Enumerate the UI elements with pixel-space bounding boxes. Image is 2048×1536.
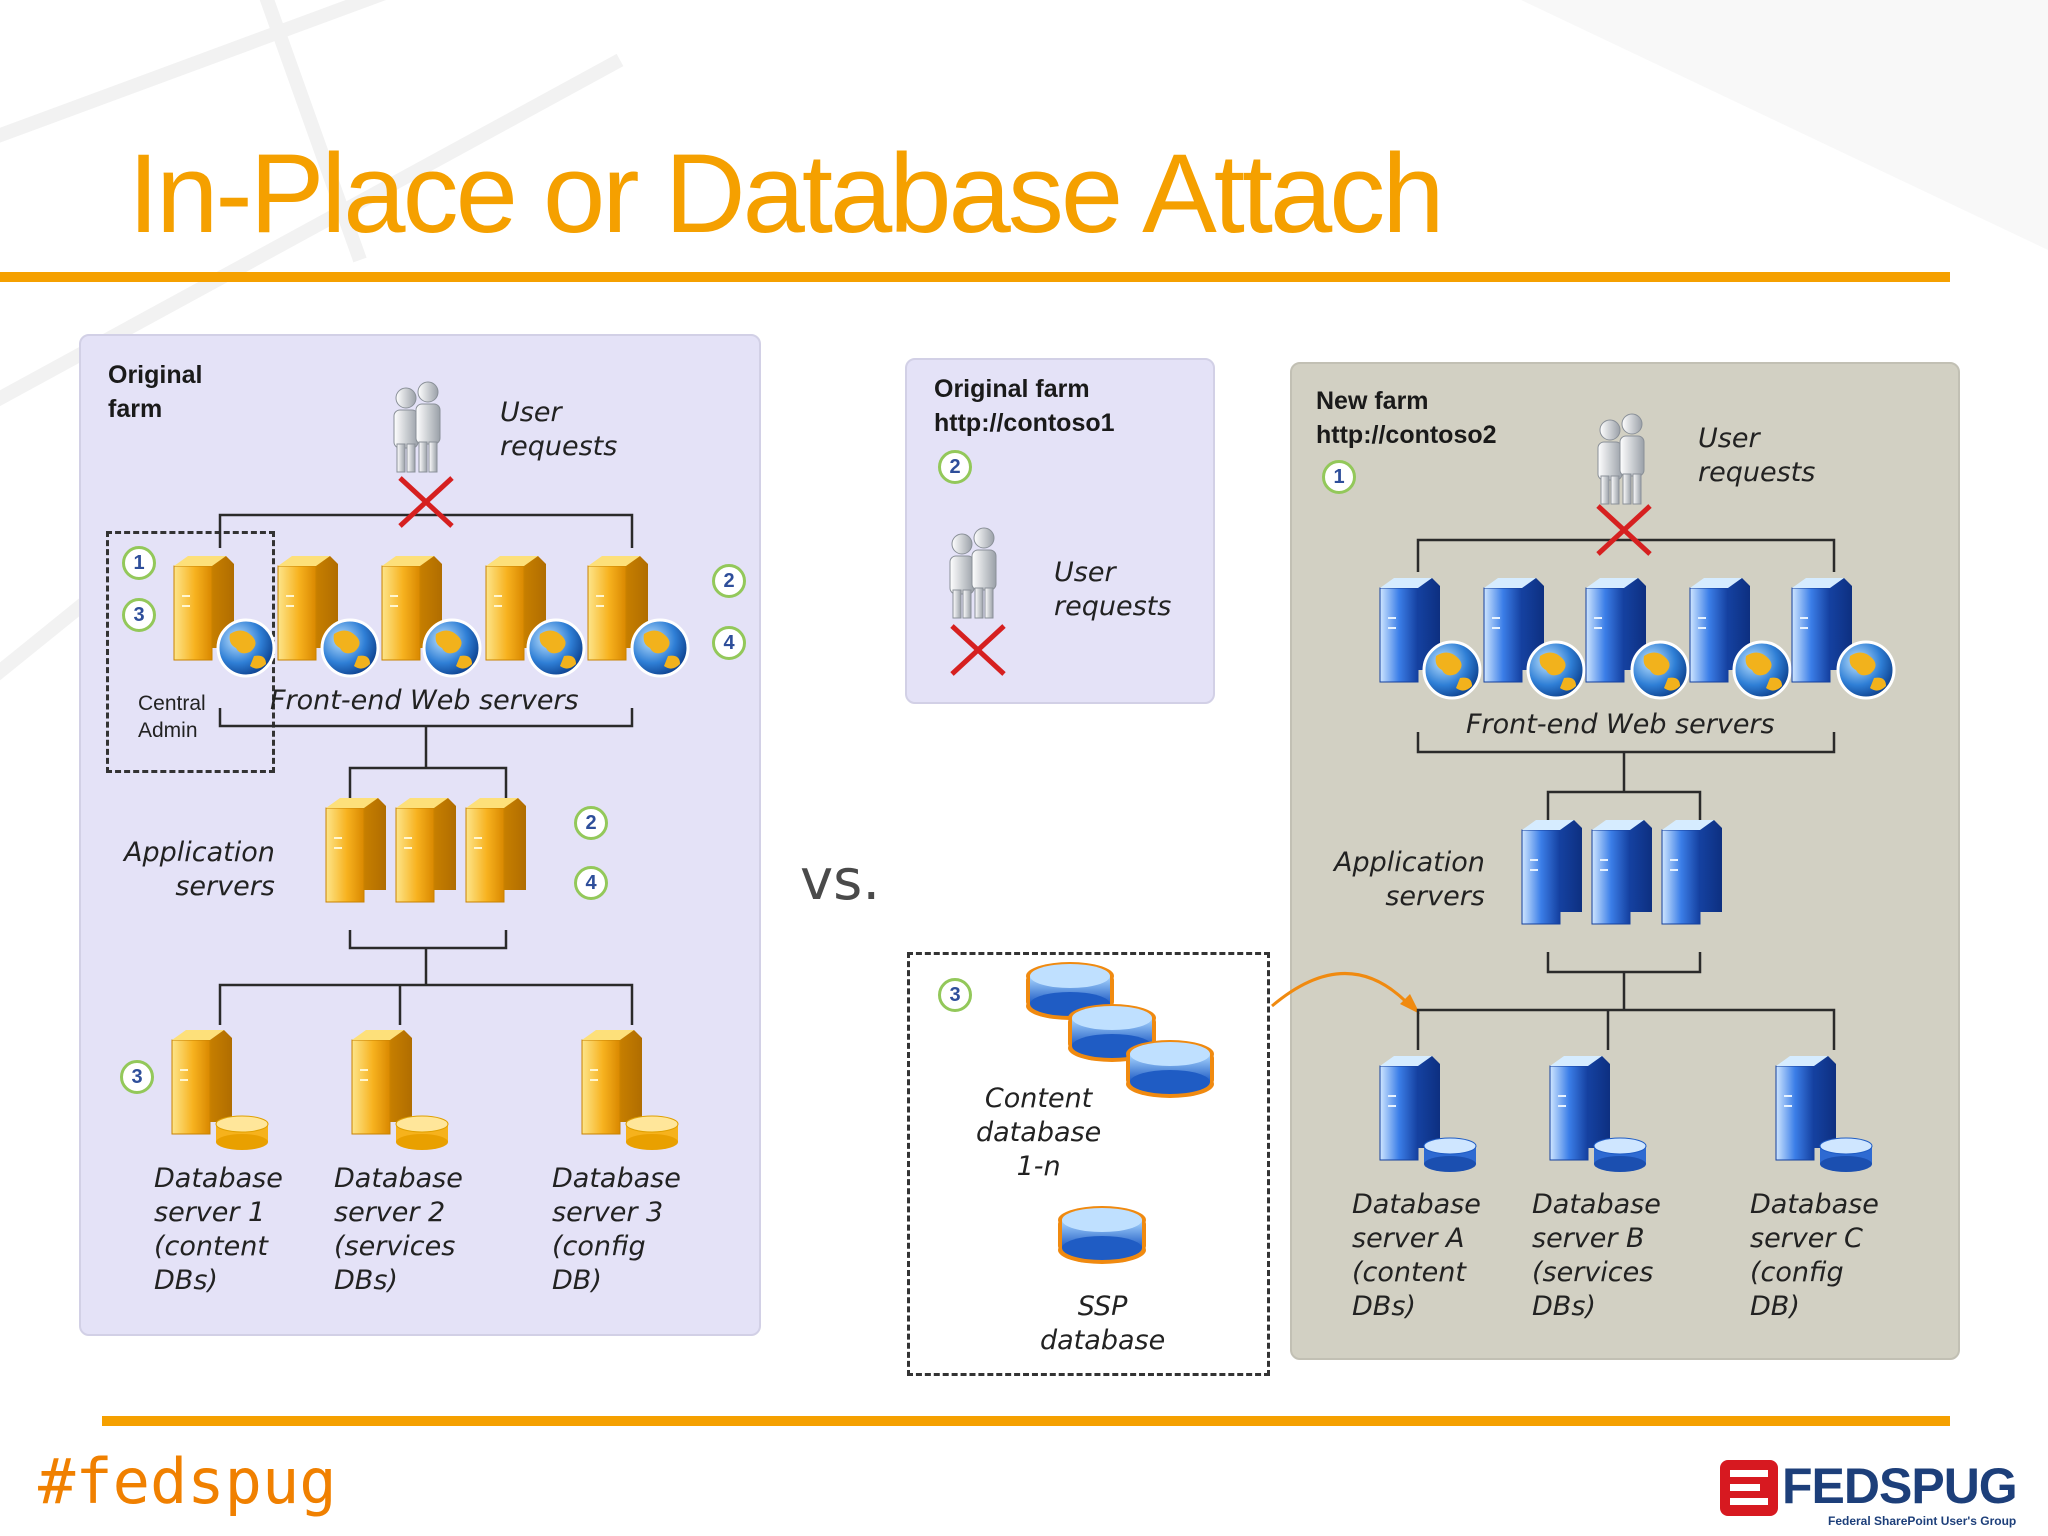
right-front-end-label: Front-end Web servers [1466, 709, 1775, 740]
fedspug-logo: FEDSPUG Federal SharePoint User's Group [1718, 1456, 2036, 1534]
contoso1-farm-label: Original farm http://contoso1 [934, 375, 1115, 437]
content-database-label: Content database 1-n [976, 1083, 1102, 1182]
original-farm-label: Original farm [108, 361, 203, 423]
left-front-end-label: Front-end Web servers [270, 685, 579, 716]
step-badge-2: 2 [712, 564, 746, 598]
hashtag-label: #fedspug [38, 1445, 337, 1518]
slide-title: In-Place or Database Attach [128, 131, 1445, 256]
middle-user-requests-label: User requests [1054, 557, 1172, 622]
right-user-requests-label: User requests [1698, 423, 1816, 488]
database-server-a-label: Database server A (content DBs) [1352, 1189, 1481, 1322]
step-badge-2: 2 [574, 806, 608, 840]
step-badge-2: 2 [938, 450, 972, 484]
left-user-requests-label: User requests [500, 397, 618, 462]
logo-mark-icon [1720, 1460, 1778, 1516]
footer-rule [102, 1416, 1950, 1426]
contoso2-farm-label: New farm http://contoso2 [1316, 387, 1497, 449]
central-admin-label: Central Admin [138, 692, 206, 742]
databases-box [907, 952, 1270, 1376]
versus-label: vs. [800, 848, 881, 913]
database-server-2-label: Database server 2 (services DBs) [334, 1163, 463, 1296]
original-farm-contoso1-panel [905, 358, 1215, 704]
step-badge-1: 1 [122, 546, 156, 580]
left-app-servers-label: Application servers [124, 837, 275, 902]
step-badge-3: 3 [122, 598, 156, 632]
logo-name: FEDSPUG [1782, 1458, 2018, 1514]
step-badge-4: 4 [574, 866, 608, 900]
database-server-b-label: Database server B (services DBs) [1532, 1189, 1661, 1322]
database-server-3-label: Database server 3 (config DB) [552, 1163, 681, 1296]
database-server-1-label: Database server 1 (content DBs) [154, 1163, 283, 1296]
step-badge-4: 4 [712, 626, 746, 660]
original-farm-panel [79, 334, 761, 1336]
right-app-servers-label: Application servers [1334, 847, 1485, 912]
title-rule [0, 272, 1950, 282]
ssp-database-label: SSP database [1040, 1291, 1166, 1356]
step-badge-3: 3 [938, 978, 972, 1012]
step-badge-3: 3 [120, 1060, 154, 1094]
database-server-c-label: Database server C (config DB) [1750, 1189, 1879, 1322]
step-badge-1: 1 [1322, 460, 1356, 494]
logo-tagline: Federal SharePoint User's Group [1828, 1514, 2017, 1528]
